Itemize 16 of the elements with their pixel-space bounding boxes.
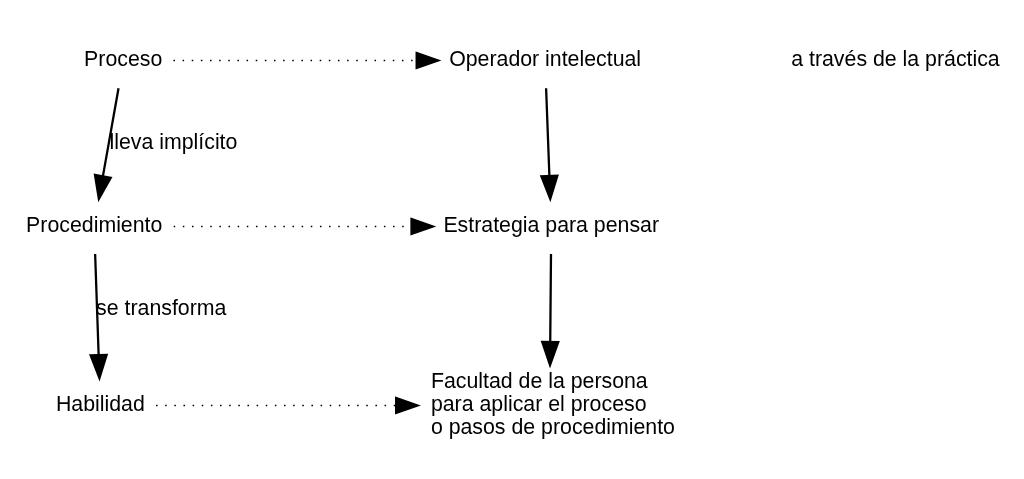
arrow xyxy=(172,217,437,236)
arrow xyxy=(172,51,442,70)
arrow xyxy=(89,254,109,382)
arrow xyxy=(540,254,560,369)
arrow xyxy=(539,88,559,203)
node-text: Proceso xyxy=(84,47,163,72)
arrow xyxy=(93,88,120,203)
node-text: Operador intelectual xyxy=(449,47,642,72)
edge-label: se transforma xyxy=(96,296,227,321)
label: a través de la práctica xyxy=(791,47,1000,72)
node-text: Procedimiento xyxy=(26,213,163,238)
node-text: Habilidad xyxy=(55,392,145,417)
arrow xyxy=(155,396,421,415)
node-text: Facultad de la persona para aplicar el proceso o pasos de procedimiento xyxy=(430,369,675,440)
edge-label: lleva implícito xyxy=(109,130,238,155)
node-text: Estrategia para pensar xyxy=(443,213,660,238)
